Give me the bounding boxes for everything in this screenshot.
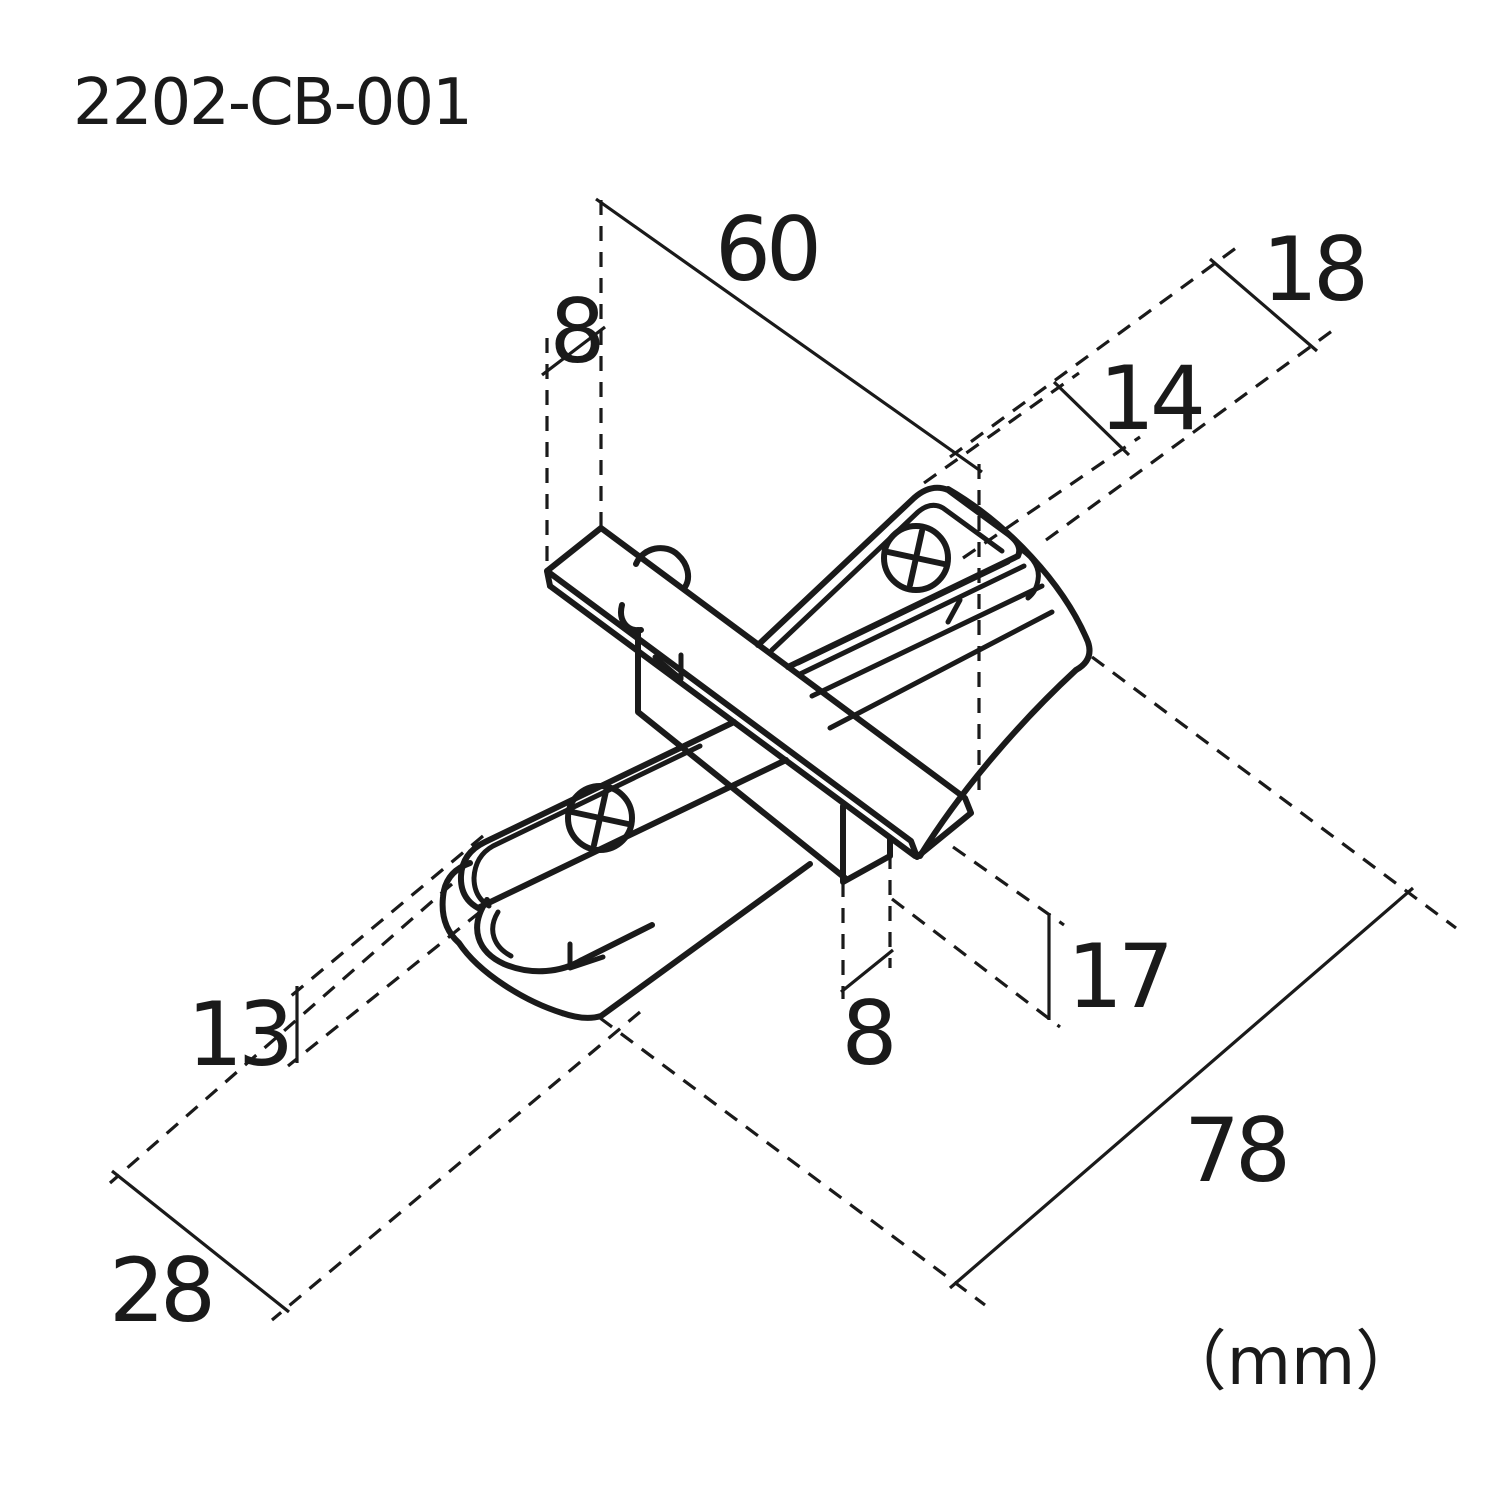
ext-line-17-upper <box>952 845 1065 927</box>
dim-line-14 <box>1052 380 1131 457</box>
ext-line-18-upper <box>949 246 1237 459</box>
extension-lines <box>108 200 1457 1322</box>
dim-line-8-bottom <box>839 948 895 994</box>
dim-line-18 <box>1208 257 1319 353</box>
screw-cross-arm <box>907 528 925 588</box>
bar-clip-lower-arc <box>618 602 644 634</box>
ext-line-14-upper <box>923 371 1080 485</box>
ext-line-14-lower <box>962 435 1141 560</box>
left-plate-inner-edge <box>471 743 703 909</box>
right-end-bulge-lower-edge <box>917 667 1079 859</box>
ext-line-17-lower <box>891 897 1061 1029</box>
screw-cross-arm <box>591 788 609 848</box>
dim-label-18: 18 <box>1262 218 1364 321</box>
phillips-screw-left-icon <box>565 783 635 853</box>
right-end-bulge-outline <box>945 486 1093 673</box>
right-plate-inner-lower-edge <box>795 559 1011 666</box>
left-slab-step-edge <box>567 941 606 971</box>
crossing-bar-bottom-edge <box>547 583 918 859</box>
right-side-layer-edge <box>797 563 1027 677</box>
dim-label-8-top: 8 <box>550 280 601 383</box>
screw-head-circle <box>881 523 951 593</box>
dim-label-13: 13 <box>187 983 289 1086</box>
dimension-lines <box>111 197 1415 1314</box>
web-front-edges <box>635 627 848 881</box>
dim-line-60 <box>595 197 983 474</box>
left-plate-top-face <box>457 719 789 911</box>
dim-label-17: 17 <box>1067 925 1169 1028</box>
ext-line-78-lower <box>599 1016 986 1307</box>
ext-line-13-upper <box>289 834 485 998</box>
right-plate-inner-edge <box>769 502 1005 653</box>
dim-label-14: 14 <box>1099 347 1202 450</box>
right-side-layer-edge <box>809 583 1045 699</box>
bar-clip-upper-arc <box>633 545 692 590</box>
ext-line-78-upper <box>1091 655 1457 930</box>
dim-label-60: 60 <box>715 198 817 301</box>
dim-line-28 <box>111 1169 290 1314</box>
dim-label-28: 28 <box>109 1239 211 1342</box>
dim-line-8-top <box>541 325 606 377</box>
web-end-face <box>840 803 893 885</box>
base-flange-outline <box>439 860 813 1021</box>
dim-line-78 <box>948 886 1415 1290</box>
right-side-layer-edge <box>827 609 1055 731</box>
connector-part <box>439 484 1093 1021</box>
screw-head-circle <box>565 783 635 853</box>
dim-label-78: 78 <box>1184 1099 1286 1202</box>
units-label: （mm） <box>1161 1323 1422 1400</box>
dimension-labels: 60 8 18 14 13 8 17 78 28 <box>109 198 1369 1342</box>
left-lower-slab-outline <box>474 897 655 975</box>
right-side-tick-edge <box>945 597 963 625</box>
ext-line-18-lower <box>1045 329 1333 542</box>
crossing-bar-tip-edge <box>544 568 553 589</box>
left-lower-slab-inner-edge <box>490 909 514 959</box>
ext-line-28-upper <box>108 882 454 1185</box>
web-notch-edge <box>652 652 684 682</box>
ext-line-28-lower <box>270 1010 642 1322</box>
phillips-screw-right-icon <box>881 523 951 593</box>
part-number-title: 2202-CB-001 <box>73 66 471 140</box>
dim-label-8-bottom: 8 <box>842 982 893 1085</box>
